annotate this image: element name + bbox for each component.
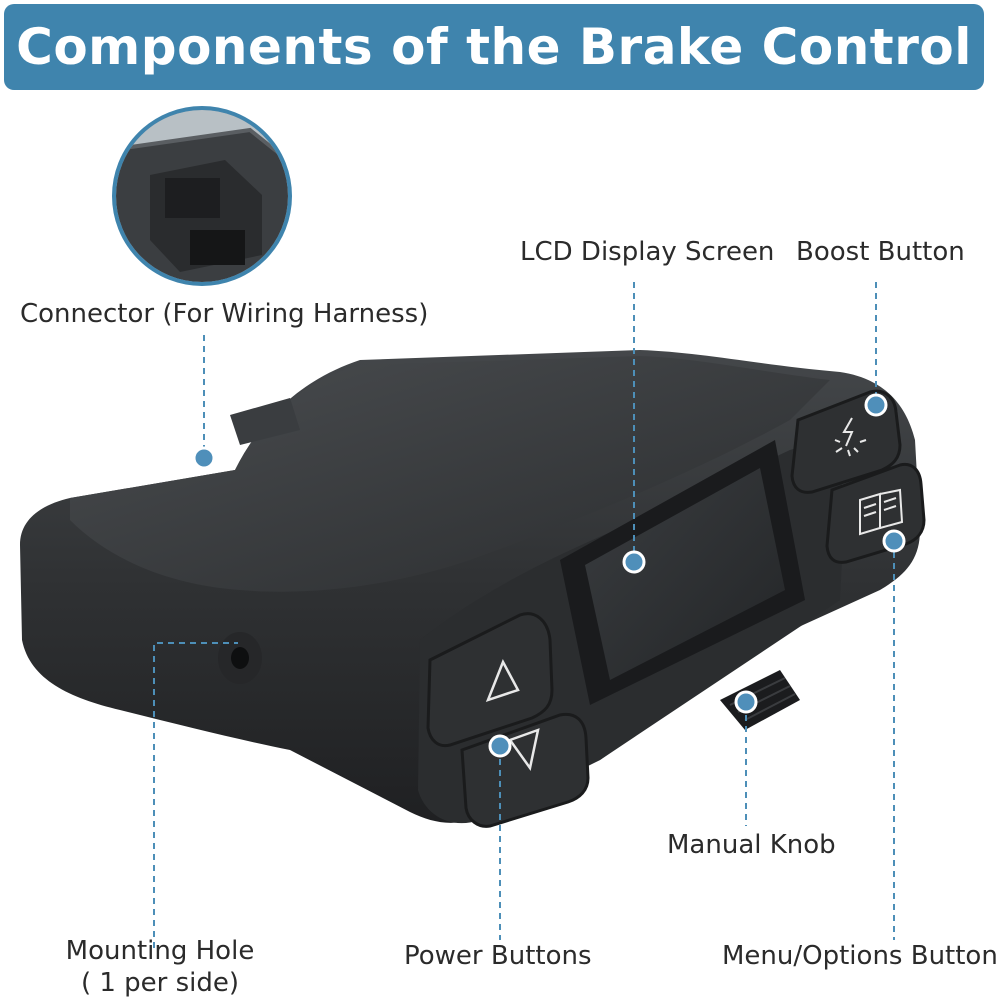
lcd-display-label: LCD Display Screen: [520, 237, 775, 267]
triangle-up-icon: [485, 659, 520, 703]
title-banner: Components of the Brake Control: [4, 4, 984, 90]
page-title: Components of the Brake Control: [16, 18, 972, 76]
manual-knob-label: Manual Knob: [667, 830, 836, 860]
mounting-hole-label-line2: ( 1 per side): [80, 968, 240, 998]
callout-dots: [192, 393, 906, 758]
up-power-button[interactable]: [426, 612, 554, 748]
boost-button[interactable]: [790, 389, 902, 494]
leader-lines: [153, 282, 895, 948]
mounting-hole-label: Mounting Hole ( 1 per side): [60, 935, 260, 999]
lightning-burst-icon: [834, 417, 867, 457]
lcd-display: [560, 440, 805, 705]
connector-label: Connector (For Wiring Harness): [20, 299, 429, 329]
power-buttons-label: Power Buttons: [404, 941, 592, 971]
open-book-icon: [859, 488, 904, 536]
mounting-hole-label-line1: Mounting Hole: [65, 936, 255, 966]
connector-closeup: [112, 106, 292, 286]
manual-knob: [720, 670, 800, 730]
boost-button-label: Boost Button: [796, 237, 965, 267]
triangle-down-icon: [508, 728, 540, 772]
menu-options-label: Menu/Options Button: [722, 941, 996, 971]
